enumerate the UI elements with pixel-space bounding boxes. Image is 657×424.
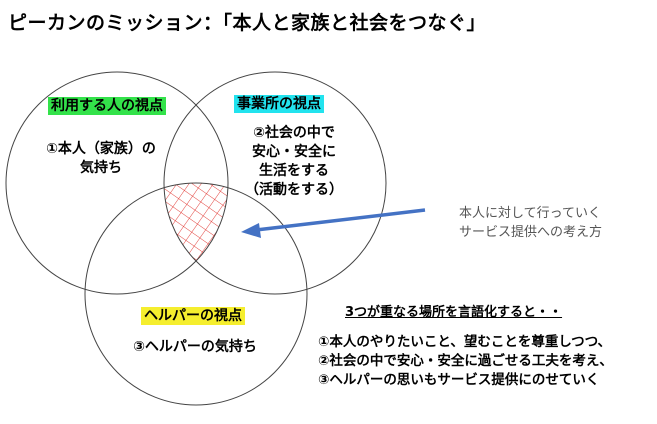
user-text-line1: ①本人（家族）の: [46, 141, 156, 157]
office-text-line1: ②社会の中で: [253, 125, 335, 141]
user-perspective-label: 利用する人の視点: [48, 97, 166, 115]
circle-office: [163, 71, 387, 295]
office-perspective-text: ②社会の中で 安心・安全に 生活をする （活動をする）: [239, 124, 349, 200]
summary-item-1: ①本人のやりたいこと、望むことを尊重しつつ、: [318, 334, 612, 350]
helper-perspective-label: ヘルパーの視点: [141, 307, 245, 325]
arrow-head: [241, 223, 261, 238]
summary-list: ①本人のやりたいこと、望むことを尊重しつつ、 ②社会の中で安心・安全に過ごせる工…: [318, 333, 613, 390]
page-title: ピーカンのミッション：「本人と家族と社会をつなぐ」: [8, 12, 487, 34]
office-perspective-label: 事業所の視点: [234, 95, 324, 113]
circle-helper: [84, 182, 308, 406]
summary-heading: 3つが重なる場所を言語化すると・・: [345, 305, 563, 320]
note-line1: 本人に対して行っていく: [459, 206, 601, 221]
user-text-line2: 気持ち: [80, 160, 122, 176]
arrow-shaft: [255, 208, 426, 232]
summary-item-2: ②社会の中で安心・安全に過ごせる工夫を考え、: [318, 353, 613, 369]
summary-item-3: ③ヘルパーの思いもサービス提供にのせていく: [318, 372, 600, 388]
user-perspective-text: ①本人（家族）の 気持ち: [31, 140, 171, 178]
arrow-note: 本人に対して行っていく サービス提供への考え方: [459, 204, 602, 242]
note-line2: サービス提供への考え方: [459, 225, 603, 240]
office-text-line3: 生活をする: [259, 163, 329, 179]
helper-perspective-text: ③ヘルパーの気持ち: [133, 339, 257, 355]
office-text-line4: （活動をする）: [245, 182, 343, 198]
circle-user: [5, 71, 229, 295]
office-text-line2: 安心・安全に: [252, 144, 336, 160]
